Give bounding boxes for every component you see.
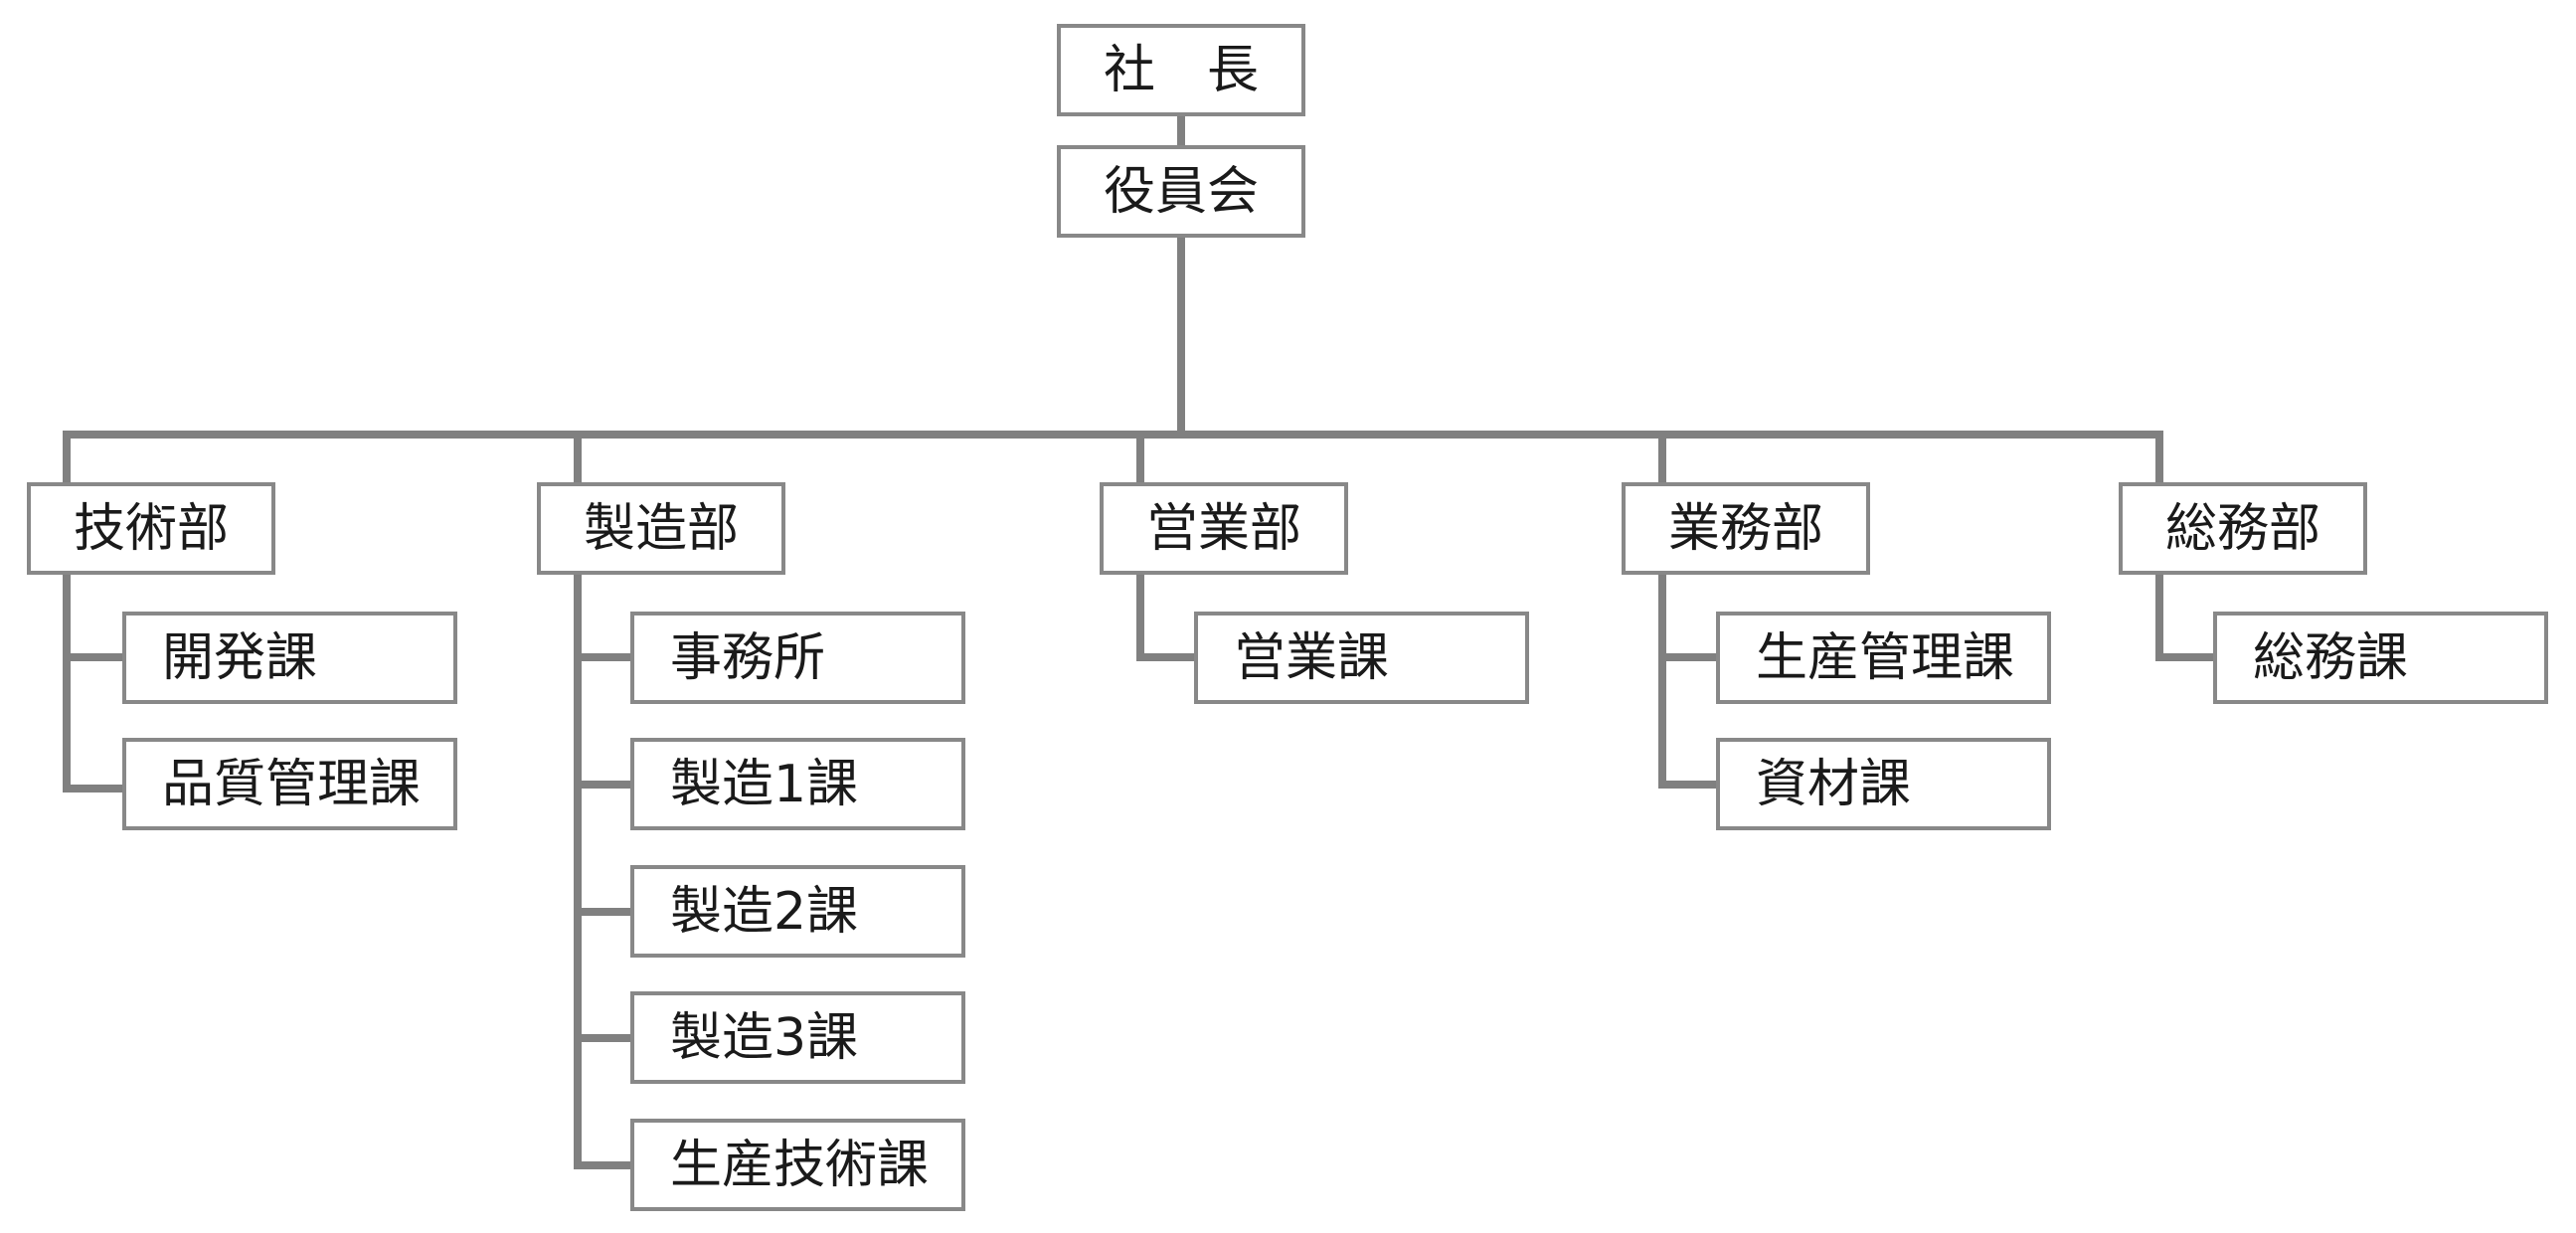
section-box: 営業課 — [1194, 612, 1529, 704]
section-label: 生産技術課 — [670, 1135, 930, 1195]
line-dept-2-spine — [574, 570, 635, 1169]
board-box: 役員会 — [1057, 145, 1305, 238]
section-box: 生産技術課 — [630, 1119, 965, 1211]
line-dept-5-spine — [2155, 570, 2218, 661]
president-box: 社 長 — [1057, 24, 1305, 116]
dept-label: 営業部 — [1145, 498, 1301, 559]
section-box: 製造1課 — [630, 738, 965, 830]
section-label: 生産管理課 — [1756, 627, 2015, 688]
line-dept-3-spine — [1136, 570, 1199, 661]
dept-box-seizo: 製造部 — [537, 482, 785, 575]
section-box: 品質管理課 — [122, 738, 457, 830]
section-label: 営業課 — [1234, 627, 1390, 688]
board-label: 役員会 — [1103, 161, 1259, 222]
section-label: 製造3課 — [670, 1007, 859, 1068]
dept-box-eigyo: 営業部 — [1100, 482, 1348, 575]
section-box: 生産管理課 — [1716, 612, 2051, 704]
dept-label: 製造部 — [583, 498, 739, 559]
section-box: 事務所 — [630, 612, 965, 704]
dept-box-gijutsu: 技術部 — [27, 482, 275, 575]
line-dept-4-spine — [1658, 570, 1721, 789]
section-label: 品質管理課 — [162, 754, 422, 814]
section-label: 製造1課 — [670, 754, 859, 814]
dept-box-gyomu: 業務部 — [1622, 482, 1870, 575]
section-label: 事務所 — [670, 627, 826, 688]
section-label: 総務課 — [2253, 627, 2409, 688]
dept-label: 総務部 — [2164, 498, 2320, 559]
section-label: 開発課 — [162, 627, 318, 688]
section-label: 製造2課 — [670, 881, 859, 942]
section-box: 開発課 — [122, 612, 457, 704]
section-box: 製造2課 — [630, 865, 965, 958]
line-dept-1-spine — [63, 570, 127, 793]
dept-label: 技術部 — [73, 498, 229, 559]
dept-box-somu: 総務部 — [2119, 482, 2367, 575]
section-box: 総務課 — [2213, 612, 2548, 704]
president-label: 社 長 — [1103, 40, 1259, 100]
dept-label: 業務部 — [1667, 498, 1823, 559]
section-label: 資材課 — [1756, 754, 1912, 814]
section-box: 資材課 — [1716, 738, 2051, 830]
section-box: 製造3課 — [630, 991, 965, 1084]
